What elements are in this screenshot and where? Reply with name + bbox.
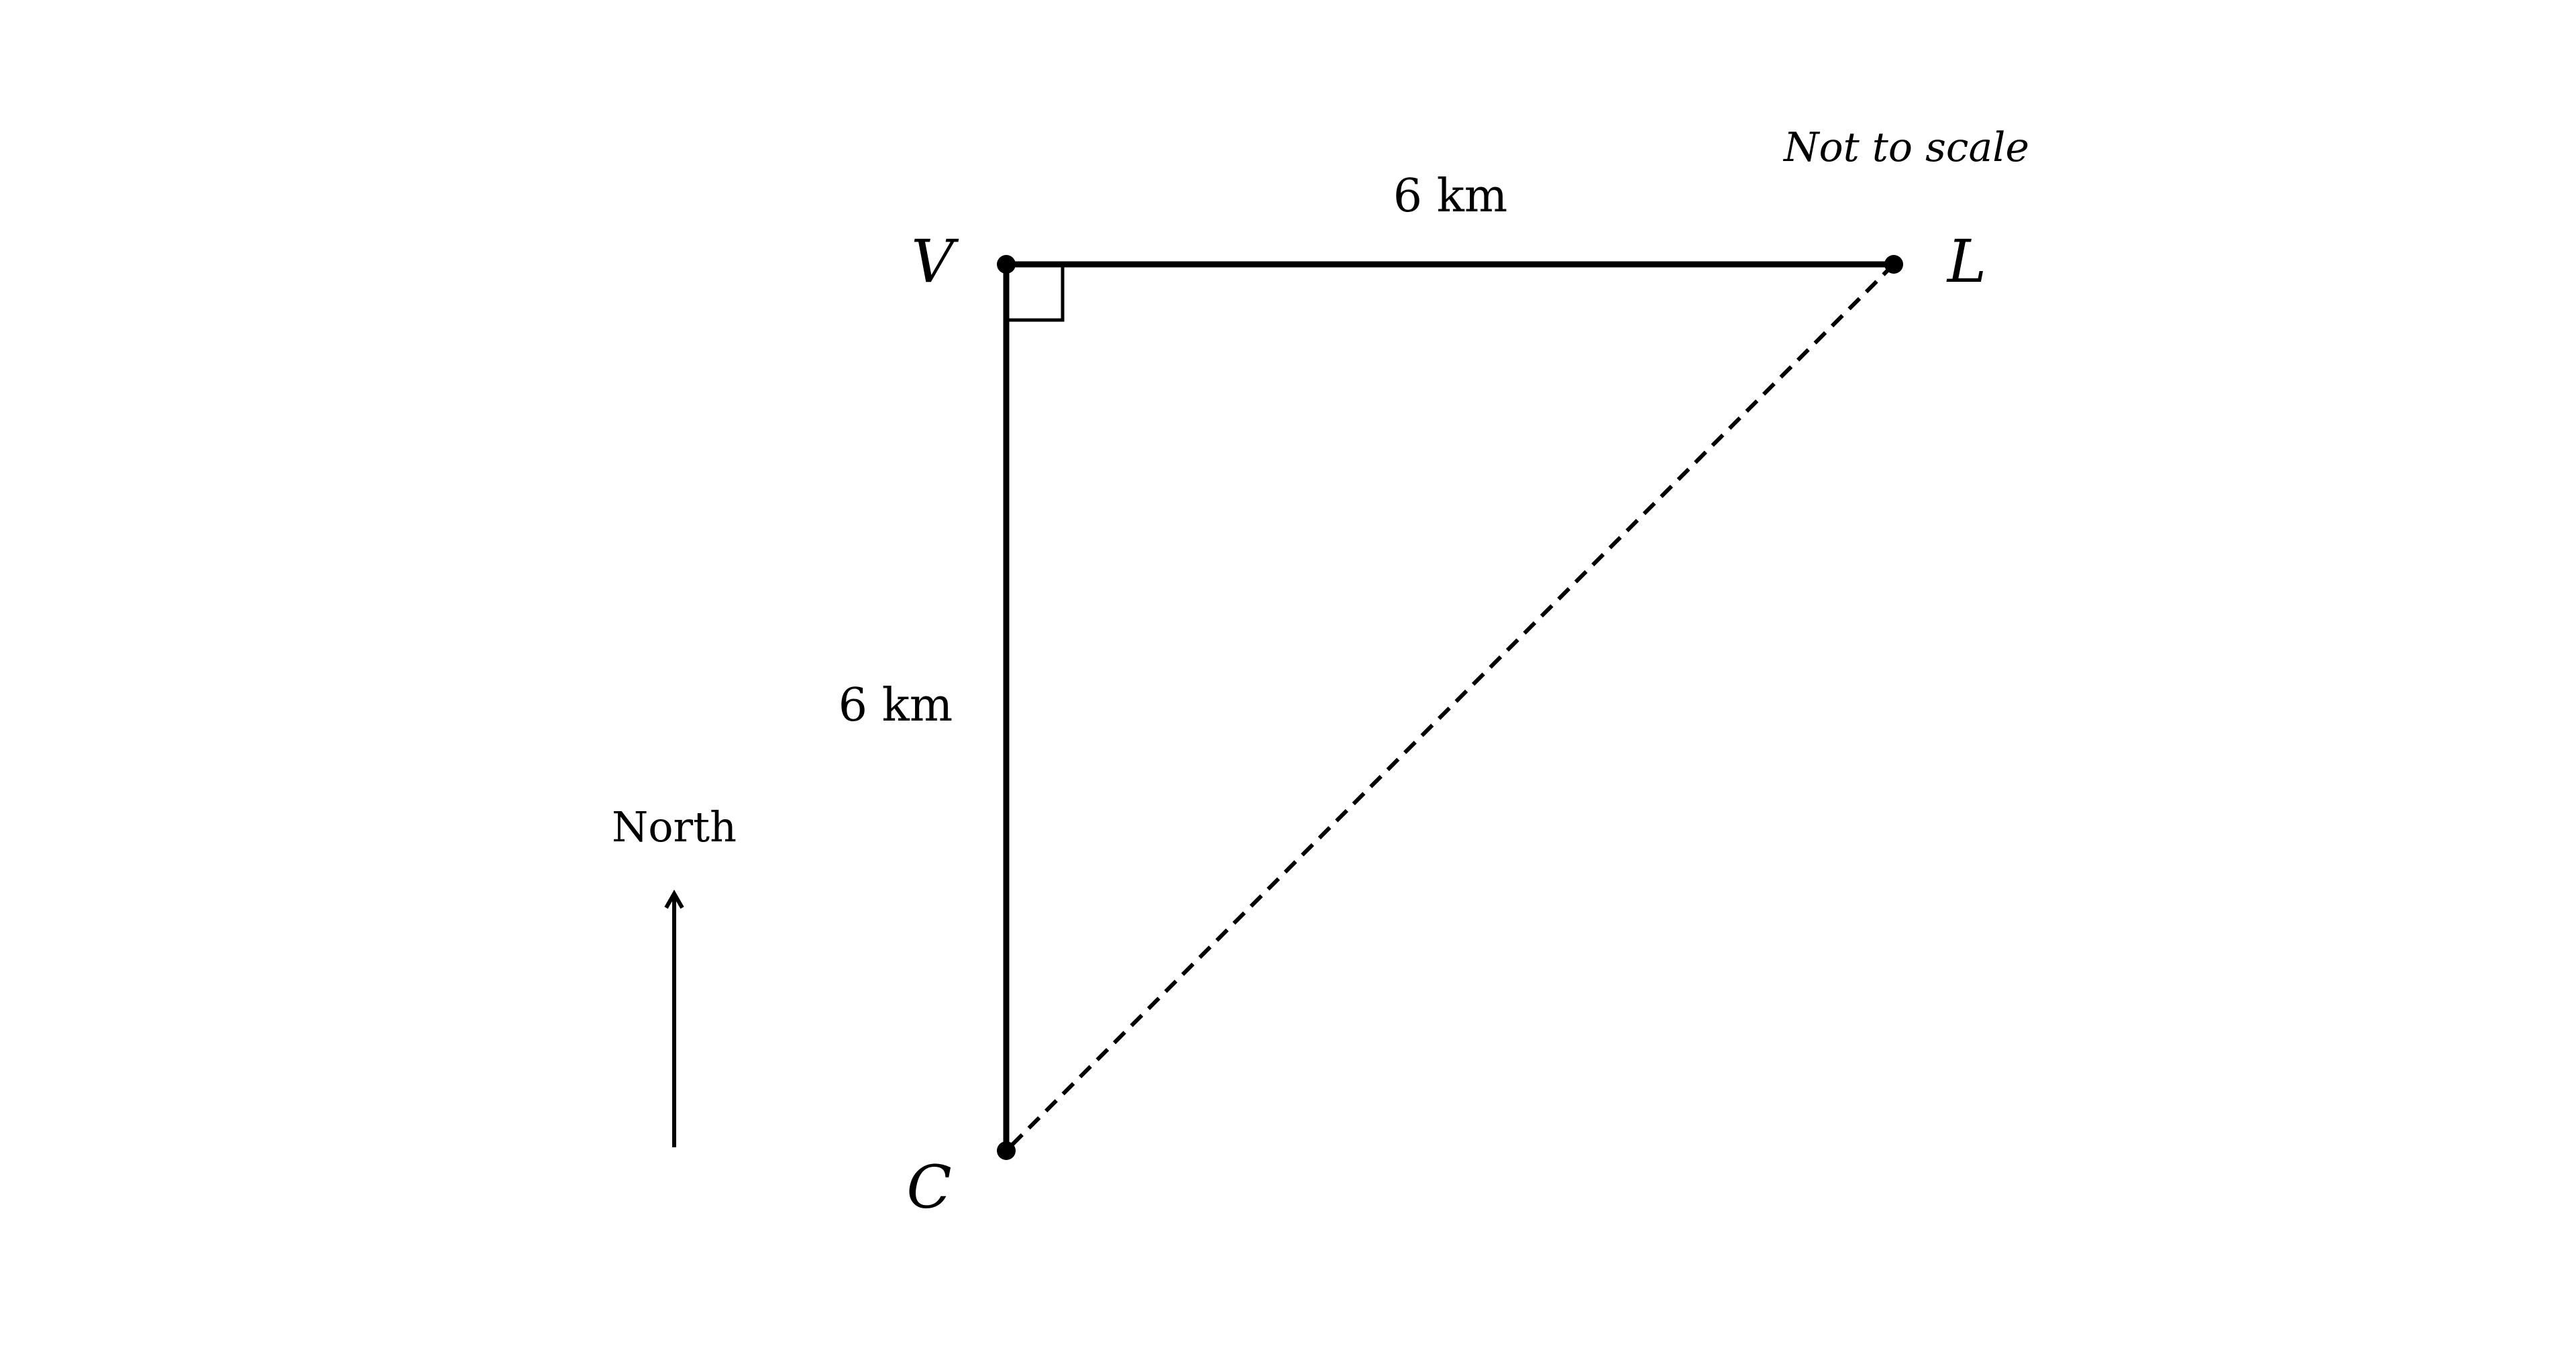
label-l: L <box>1946 227 1986 296</box>
label-v: V <box>911 227 959 296</box>
north-label: North <box>612 802 737 851</box>
not-to-scale-note: Not to scale <box>1782 124 2029 171</box>
length-label-vc: 6 km <box>839 679 953 732</box>
point-l-dot <box>1884 255 1903 274</box>
side-lc-dashed <box>1004 262 1896 1153</box>
right-angle-marker <box>1006 264 1065 322</box>
length-label-vl: 6 km <box>1393 170 1508 223</box>
point-c-dot <box>997 1141 1016 1160</box>
north-arrow-icon <box>664 889 684 1147</box>
label-c: C <box>906 1153 951 1222</box>
point-v-dot <box>997 255 1016 274</box>
